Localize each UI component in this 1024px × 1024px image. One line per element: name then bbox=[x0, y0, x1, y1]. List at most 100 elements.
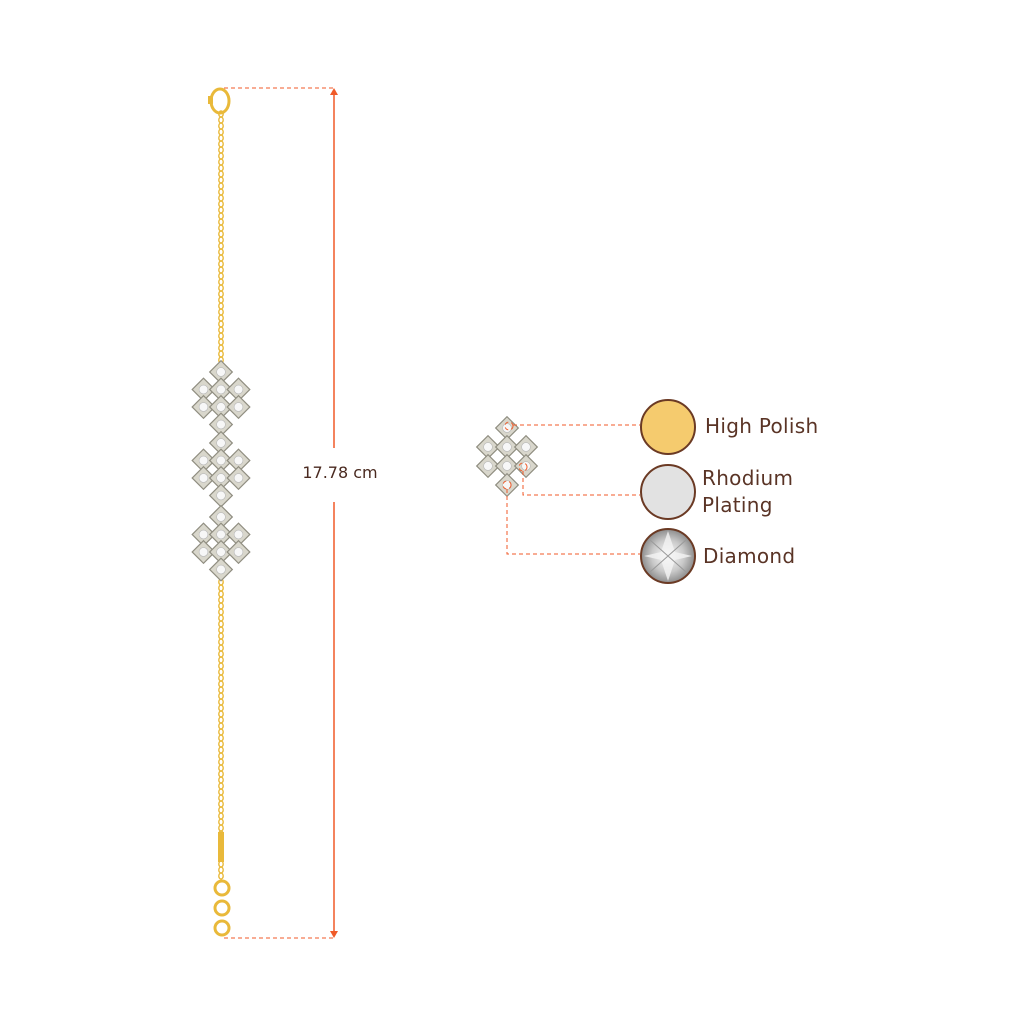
detail-cluster bbox=[475, 415, 539, 498]
chain-link bbox=[218, 122, 224, 130]
chain-link bbox=[218, 626, 224, 634]
chain-link bbox=[218, 176, 224, 184]
chain-link bbox=[218, 308, 224, 316]
diamond-stone bbox=[233, 402, 244, 412]
chain-link bbox=[218, 776, 224, 784]
diamond-stone bbox=[216, 455, 226, 466]
chain-link bbox=[218, 632, 224, 640]
chain-link bbox=[218, 752, 224, 760]
chain-link bbox=[218, 734, 224, 742]
chain-link bbox=[218, 824, 224, 832]
diamond-stone bbox=[233, 529, 244, 540]
diamond-stone bbox=[216, 473, 226, 483]
chain-link bbox=[218, 740, 224, 748]
diamond-stone bbox=[502, 442, 512, 452]
chain-link bbox=[218, 620, 224, 628]
diamond-stone bbox=[521, 442, 531, 452]
legend-label-rhodium-line2: Plating bbox=[702, 493, 773, 517]
chain-link bbox=[218, 722, 224, 730]
chain-link bbox=[218, 866, 224, 874]
chain-link bbox=[218, 782, 224, 790]
diamond-clusters bbox=[191, 359, 251, 582]
chain-link bbox=[218, 134, 224, 142]
chain-link bbox=[218, 242, 224, 250]
chain-link bbox=[218, 188, 224, 196]
diamond-stone bbox=[502, 423, 512, 433]
diamond-stone bbox=[216, 419, 226, 430]
chain-link bbox=[218, 596, 224, 604]
chain-link bbox=[218, 248, 224, 256]
legend-swatches bbox=[640, 399, 696, 584]
chain-link bbox=[218, 788, 224, 796]
diamond-stone bbox=[216, 438, 226, 448]
chain-link bbox=[218, 698, 224, 706]
extension-rings-icon bbox=[213, 832, 231, 937]
chain-link bbox=[218, 320, 224, 328]
diamond-stone bbox=[198, 547, 209, 557]
chain-link bbox=[218, 800, 224, 808]
chain-link bbox=[218, 770, 224, 778]
chain-link bbox=[218, 146, 224, 154]
chain-link bbox=[218, 182, 224, 190]
chain-link bbox=[218, 590, 224, 598]
chain-link bbox=[218, 158, 224, 166]
chain-link bbox=[218, 236, 224, 244]
gold-swatch-icon bbox=[640, 399, 696, 455]
chain-link bbox=[218, 710, 224, 718]
length-guide bbox=[224, 87, 338, 939]
chain-link bbox=[218, 140, 224, 148]
chain-link bbox=[218, 668, 224, 676]
chain-link bbox=[218, 656, 224, 664]
chain-link bbox=[218, 200, 224, 208]
diamond-stone bbox=[216, 384, 226, 395]
diamond-stone bbox=[198, 402, 209, 412]
chain-link bbox=[218, 332, 224, 340]
chain-link bbox=[218, 662, 224, 670]
chain-link bbox=[218, 806, 224, 814]
chain-link bbox=[218, 764, 224, 772]
chain-link bbox=[218, 194, 224, 202]
diamond-stone bbox=[216, 367, 226, 377]
chain-link bbox=[218, 284, 224, 292]
chain-link bbox=[218, 260, 224, 268]
legend-label-high-polish: High Polish bbox=[705, 414, 819, 438]
chain-link bbox=[218, 338, 224, 346]
diamond-stone bbox=[233, 455, 244, 466]
legend-label-diamond: Diamond bbox=[703, 544, 796, 568]
chain-link bbox=[218, 266, 224, 274]
callout-lines bbox=[502, 421, 640, 555]
diamond-stone bbox=[216, 512, 226, 522]
chain-link bbox=[218, 344, 224, 352]
diamond-stone bbox=[233, 473, 244, 483]
chain-link bbox=[218, 692, 224, 700]
length-label: 17.78 cm bbox=[302, 463, 378, 482]
chain-link bbox=[218, 704, 224, 712]
chain-link bbox=[218, 602, 224, 610]
chain-link bbox=[218, 794, 224, 802]
diamond-stone bbox=[233, 384, 244, 395]
chain-link bbox=[218, 218, 224, 226]
chain-link bbox=[218, 116, 224, 124]
chain-link bbox=[218, 302, 224, 310]
chain-link bbox=[218, 224, 224, 232]
diamond-stone bbox=[198, 529, 209, 540]
chain-link bbox=[218, 716, 224, 724]
chain-link bbox=[218, 230, 224, 238]
chain-link bbox=[218, 164, 224, 172]
chain-link bbox=[218, 278, 224, 286]
chain-link bbox=[218, 644, 224, 652]
chain-link bbox=[218, 290, 224, 298]
chain-link bbox=[218, 152, 224, 160]
diamond-stone bbox=[216, 529, 226, 540]
lobster-clasp-icon bbox=[208, 87, 231, 115]
chain-link bbox=[218, 614, 224, 622]
diamond-swatch-icon bbox=[640, 528, 696, 584]
diamond-stone bbox=[502, 461, 512, 471]
chain-link bbox=[218, 350, 224, 358]
diamond-stone bbox=[483, 442, 493, 452]
chain-link bbox=[218, 680, 224, 688]
chain-link bbox=[218, 650, 224, 658]
chain-link bbox=[218, 584, 224, 592]
chain-link bbox=[218, 746, 224, 754]
